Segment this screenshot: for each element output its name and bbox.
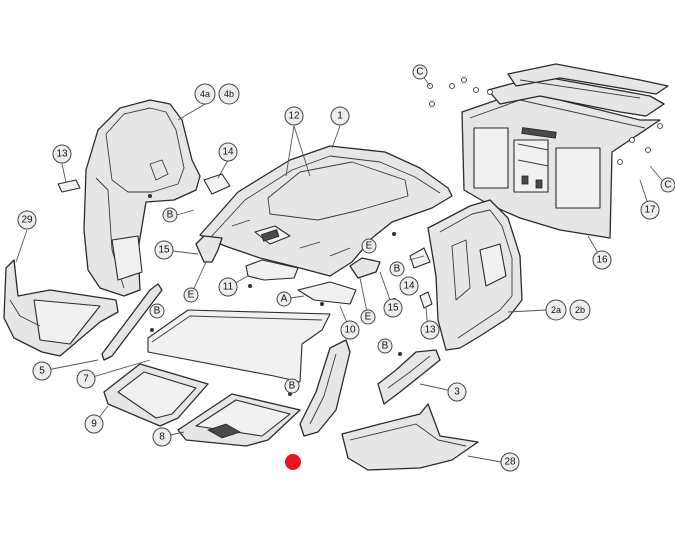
callout-B-5: B bbox=[377, 338, 393, 354]
svg-text:4a: 4a bbox=[200, 89, 210, 99]
svg-text:E: E bbox=[366, 241, 373, 252]
svg-text:15: 15 bbox=[387, 303, 399, 314]
right-quarter-trim-part bbox=[427, 199, 523, 351]
svg-text:14: 14 bbox=[403, 281, 415, 292]
svg-text:11: 11 bbox=[223, 282, 234, 293]
callout-16: 16 bbox=[592, 250, 612, 270]
clip-13-left bbox=[57, 179, 81, 193]
svg-text:28: 28 bbox=[504, 457, 516, 468]
trim-strip-part bbox=[101, 283, 163, 361]
partition-panel-part bbox=[461, 63, 669, 239]
callout-12: 12 bbox=[284, 106, 304, 126]
svg-text:17: 17 bbox=[644, 205, 656, 216]
callout-B-1: B bbox=[162, 207, 178, 223]
svg-text:8: 8 bbox=[159, 432, 165, 443]
callout-14-left: 14 bbox=[218, 142, 238, 162]
callout-9: 9 bbox=[84, 414, 104, 434]
callout-A: A bbox=[276, 291, 292, 307]
callout-E-3: E bbox=[361, 238, 377, 254]
callout-11: 11 bbox=[218, 277, 238, 297]
callout-2a: 2a bbox=[545, 299, 567, 321]
clip-13-right bbox=[419, 291, 433, 309]
svg-text:E: E bbox=[188, 290, 195, 301]
bracket-part bbox=[377, 349, 441, 405]
callout-C-top: C bbox=[412, 64, 428, 80]
svg-text:15: 15 bbox=[158, 245, 170, 256]
callout-17: 17 bbox=[640, 200, 660, 220]
floor-mat-9-part bbox=[103, 363, 209, 427]
callout-5: 5 bbox=[32, 361, 52, 381]
highlight-marker bbox=[285, 454, 301, 470]
svg-text:B: B bbox=[382, 341, 389, 352]
callout-4a: 4a bbox=[194, 83, 216, 105]
svg-text:2a: 2a bbox=[551, 305, 561, 315]
svg-text:3: 3 bbox=[454, 387, 460, 398]
cargo-floor-part bbox=[147, 309, 331, 383]
callout-2b: 2b bbox=[569, 299, 591, 321]
callout-E-1: E bbox=[183, 287, 199, 303]
callout-13-right: 13 bbox=[420, 320, 440, 340]
svg-text:16: 16 bbox=[596, 255, 608, 266]
svg-text:B: B bbox=[289, 381, 296, 392]
callout-B-3: B bbox=[284, 378, 300, 394]
callout-E-2: E bbox=[360, 309, 376, 325]
callout-1: 1 bbox=[330, 106, 350, 126]
fasteners bbox=[148, 77, 663, 396]
grab-handle-right bbox=[349, 257, 381, 279]
svg-text:10: 10 bbox=[344, 325, 356, 336]
callout-15-left: 15 bbox=[154, 240, 174, 260]
sun-visor-right bbox=[297, 281, 357, 305]
clip-14-right bbox=[409, 247, 431, 269]
svg-text:7: 7 bbox=[83, 374, 89, 385]
svg-text:14: 14 bbox=[222, 147, 234, 158]
callout-13-left: 13 bbox=[52, 144, 72, 164]
svg-text:12: 12 bbox=[288, 111, 300, 122]
callout-3: 3 bbox=[447, 382, 467, 402]
svg-text:2b: 2b bbox=[575, 305, 585, 315]
callout-B-2: B bbox=[149, 303, 165, 319]
svg-text:C: C bbox=[664, 180, 671, 191]
headliner-part bbox=[199, 145, 453, 277]
left-quarter-trim-part bbox=[83, 99, 201, 297]
callout-29: 29 bbox=[17, 210, 37, 230]
svg-text:C: C bbox=[416, 67, 423, 78]
svg-text:A: A bbox=[281, 294, 288, 305]
pillar-trim-part bbox=[299, 339, 351, 437]
callout-15-right: 15 bbox=[383, 298, 403, 318]
callout-14-right: 14 bbox=[399, 276, 419, 296]
callout-B-4: B bbox=[389, 261, 405, 277]
svg-text:9: 9 bbox=[91, 419, 97, 430]
sill-trim-part bbox=[341, 403, 479, 471]
svg-text:13: 13 bbox=[424, 325, 436, 336]
svg-text:13: 13 bbox=[56, 149, 68, 160]
svg-text:B: B bbox=[167, 210, 174, 221]
svg-text:B: B bbox=[154, 306, 161, 317]
svg-text:5: 5 bbox=[39, 366, 45, 377]
svg-text:E: E bbox=[365, 312, 372, 323]
svg-text:1: 1 bbox=[337, 111, 343, 122]
svg-text:29: 29 bbox=[21, 215, 33, 226]
left-floor-tray-part bbox=[3, 259, 119, 357]
callout-10: 10 bbox=[340, 320, 360, 340]
callout-28: 28 bbox=[500, 452, 520, 472]
svg-text:B: B bbox=[394, 264, 401, 275]
callout-4b: 4b bbox=[218, 83, 240, 105]
clip-14-left bbox=[203, 173, 231, 195]
floor-mat-8-part bbox=[177, 393, 301, 447]
callout-C-right: C bbox=[660, 177, 675, 193]
svg-text:4b: 4b bbox=[224, 89, 234, 99]
callout-8: 8 bbox=[152, 427, 172, 447]
callout-7: 7 bbox=[76, 369, 96, 389]
grab-handle-left bbox=[195, 235, 223, 263]
